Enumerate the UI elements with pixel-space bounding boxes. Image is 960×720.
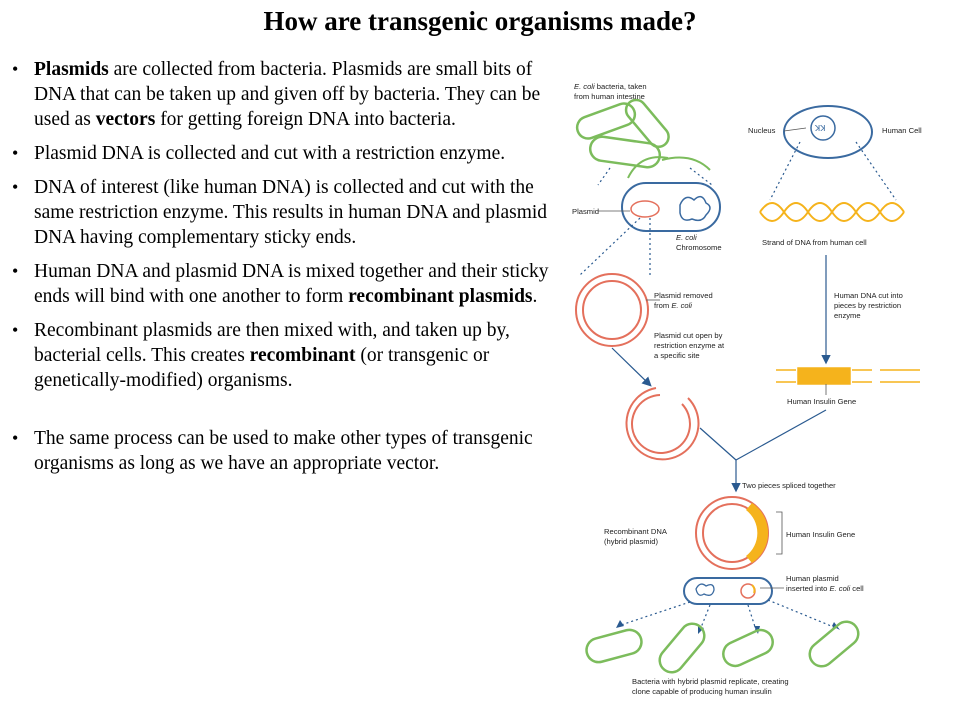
svg-text:Human DNA cut into: Human DNA cut into [834, 291, 903, 300]
svg-text:restriction enzyme at: restriction enzyme at [654, 341, 725, 350]
svg-text:Nucleus: Nucleus [748, 126, 776, 135]
ecoli-cell [621, 156, 721, 232]
svg-text:Human plasmid: Human plasmid [786, 574, 839, 583]
svg-text:Bacteria with hybrid plasmid r: Bacteria with hybrid plasmid replicate, … [632, 677, 789, 686]
svg-text:Plasmid cut open by: Plasmid cut open by [654, 331, 723, 340]
svg-text:(hybrid plasmid): (hybrid plasmid) [604, 537, 658, 546]
transgenic-process-diagram: E. coli bacteria, taken from human intes… [572, 82, 922, 696]
svg-text:ꓘꓘ: ꓘꓘ [814, 124, 826, 133]
bullet-item: Plasmids are collected from bacteria. Pl… [10, 57, 555, 132]
clone-bacteria-group [585, 620, 860, 674]
svg-text:from human intestine: from human intestine [574, 92, 645, 101]
bullet-list: Plasmids are collected from bacteria. Pl… [10, 57, 555, 485]
svg-text:clone capable of producing hum: clone capable of producing human insulin [632, 687, 772, 696]
bullet-item: Recombinant plasmids are then mixed with… [10, 318, 555, 393]
bullet-item: DNA of interest (like human DNA) is coll… [10, 175, 555, 250]
human-dna-fragments [776, 367, 920, 385]
dna-helix [759, 202, 905, 222]
svg-text:Human Insulin Gene: Human Insulin Gene [786, 530, 855, 539]
dotted-guides [579, 141, 897, 276]
svg-text:Human Insulin Gene: Human Insulin Gene [787, 397, 856, 406]
slide-title: How are transgenic organisms made? [263, 6, 697, 36]
cut-plasmid [625, 387, 700, 461]
plasmid-removed [575, 273, 649, 347]
svg-text:Chromosome: Chromosome [676, 243, 722, 252]
human-cell: ꓘꓘ [783, 105, 873, 159]
svg-text:Plasmid: Plasmid [572, 207, 599, 216]
host-ecoli-cell [683, 577, 773, 605]
svg-text:Plasmid removed: Plasmid removed [654, 291, 713, 300]
svg-text:Two pieces spliced together: Two pieces spliced together [742, 481, 836, 490]
svg-text:inserted into E. coli cell: inserted into E. coli cell [786, 584, 864, 593]
recombinant-plasmid [695, 496, 769, 570]
svg-text:from E. coli: from E. coli [654, 301, 692, 310]
svg-text:Strand of DNA from human cell: Strand of DNA from human cell [762, 238, 867, 247]
svg-text:enzyme: enzyme [834, 311, 861, 320]
bullet-item: Plasmid DNA is collected and cut with a … [10, 141, 555, 166]
bullet-item: Human DNA and plasmid DNA is mixed toget… [10, 259, 555, 309]
svg-text:pieces by restriction: pieces by restriction [834, 301, 901, 310]
svg-text:E. coli: E. coli [676, 233, 697, 242]
svg-text:E. coli bacteria, taken: E. coli bacteria, taken [574, 82, 647, 91]
svg-text:Human Cell: Human Cell [882, 126, 922, 135]
svg-text:Recombinant DNA: Recombinant DNA [604, 527, 668, 536]
svg-text:a specific site: a specific site [654, 351, 700, 360]
bullet-item: The same process can be used to make oth… [10, 426, 555, 476]
